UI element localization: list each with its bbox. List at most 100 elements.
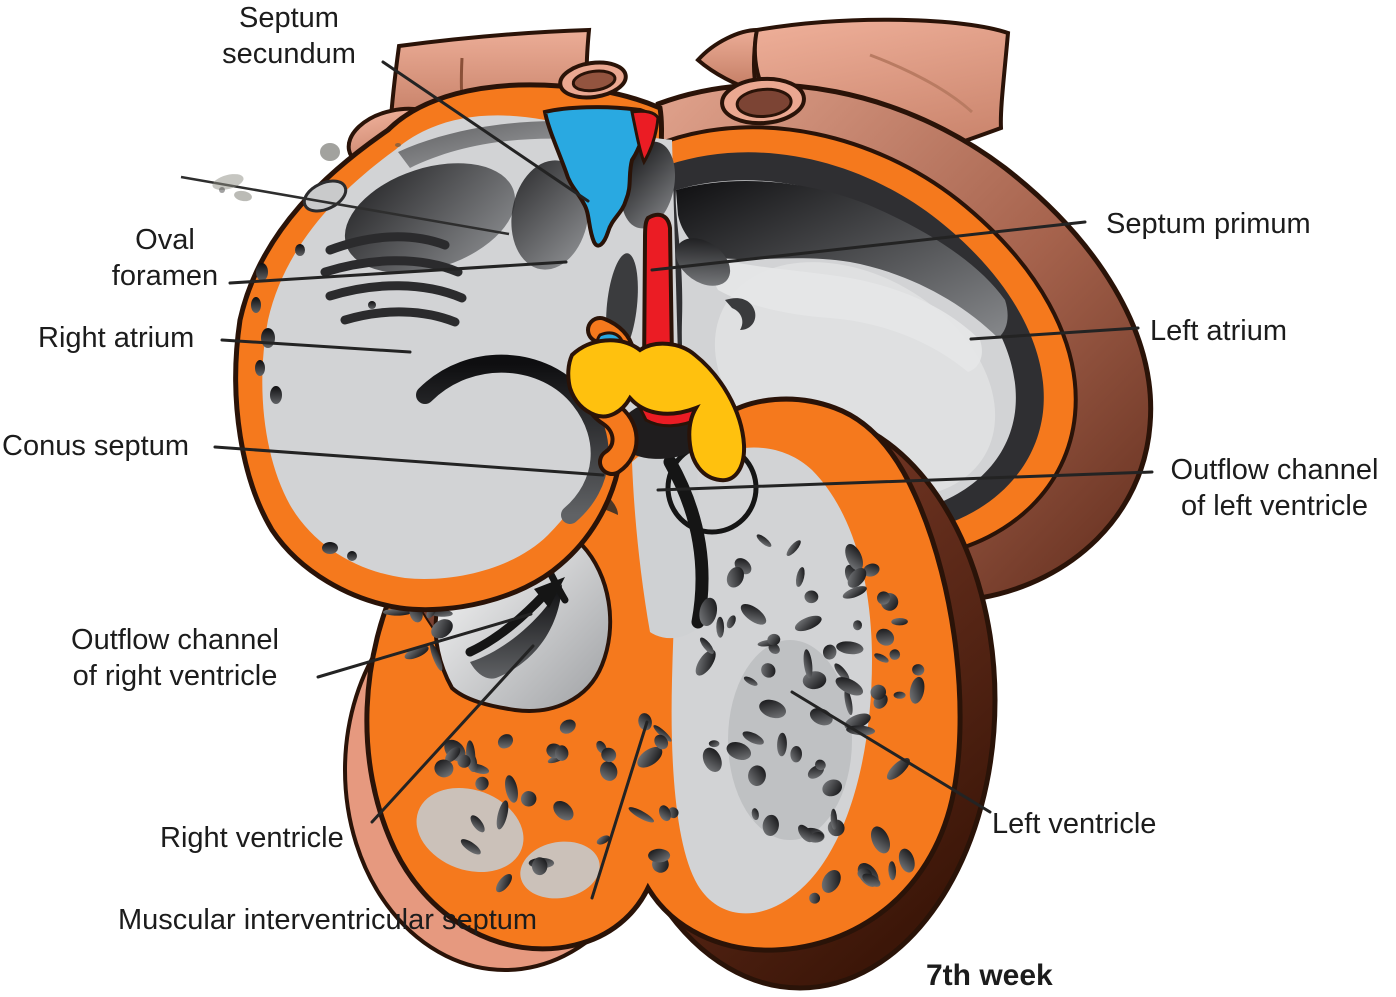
trabecula-blob	[742, 731, 764, 745]
trabecula-blob	[909, 676, 925, 704]
trabecula-blob	[835, 677, 864, 696]
trabecula-blob	[767, 633, 781, 646]
trabecula-blob	[786, 540, 801, 556]
trabecula-blob	[844, 688, 853, 716]
label-oval-foramen: Oval foramen	[111, 224, 219, 292]
trabecula-blob	[762, 814, 779, 836]
left-atrium-top-shadow	[676, 180, 1008, 338]
trabecula-blob	[497, 734, 514, 749]
trabecula-blob	[653, 725, 672, 742]
trabecula-blob	[445, 746, 461, 763]
label-muscular-interventricular-septum: Muscular interventricular septum	[118, 904, 538, 936]
trabecula-blob	[912, 664, 925, 676]
leader-right-atrium	[220, 338, 412, 354]
leader-lines	[213, 60, 1154, 900]
leader-outflow-right	[316, 612, 533, 679]
trabecula-blob	[699, 597, 718, 627]
vessel-ostium-right	[720, 76, 806, 126]
trabecula-blob	[431, 619, 453, 639]
trabecula-blob	[648, 848, 671, 863]
trabecula-blob	[404, 645, 429, 660]
trabecula-blob	[554, 745, 569, 761]
trabecula-blob	[429, 642, 443, 671]
label-left-atrium: Left atrium	[1150, 315, 1287, 347]
trabecula-blob	[847, 567, 867, 588]
trabecula-blob	[822, 779, 843, 797]
leader-oval-foramen	[228, 260, 568, 285]
trabecula-blob	[740, 603, 767, 625]
trabecula-blob	[876, 591, 891, 605]
trabecula-blob	[496, 800, 509, 830]
trabecula-blob	[637, 746, 663, 768]
trabecula-blob	[768, 643, 780, 655]
trabecula-blob	[803, 649, 813, 679]
trabecula-blob	[870, 684, 887, 700]
trabecula-blob	[759, 699, 786, 719]
trabecula-blob	[559, 719, 576, 734]
trabecula-blob	[815, 759, 826, 771]
pectinate-shadow	[344, 163, 516, 273]
label-right-ventricle: Right ventricle	[160, 822, 344, 854]
leader-muscular-septum	[590, 720, 649, 900]
trabecula-blob	[475, 776, 489, 791]
trabecula-blob	[702, 747, 722, 772]
trabecula-blob	[889, 649, 901, 660]
trabecula-blob	[834, 663, 850, 682]
trabecula-blob	[898, 848, 915, 873]
trabecula-blob	[809, 831, 825, 843]
trabecula-blob	[804, 590, 819, 604]
trabecula-blob	[743, 676, 758, 686]
left-atrium-light-wave	[700, 255, 982, 372]
trabecula-blob	[434, 759, 454, 778]
right-vessel-crease	[869, 53, 974, 114]
trabecula-blob	[460, 839, 481, 855]
trabecula-blob	[836, 641, 864, 655]
vessel-ostium-left	[558, 60, 628, 100]
trabecula-blob	[659, 805, 671, 822]
trabecula-blob	[601, 747, 617, 763]
trabecula-blob	[794, 615, 822, 632]
trabecula-blob	[751, 808, 759, 821]
leader-left-ventricle	[790, 690, 992, 814]
leader-right-ventricle	[370, 644, 535, 824]
print-smudge	[180, 143, 510, 236]
trabecula-blob	[638, 713, 652, 731]
trabecula-blob	[654, 734, 669, 750]
trabecula-blob	[457, 754, 471, 768]
trabecula-blob	[862, 873, 881, 887]
left-ventricle-trabecular-web	[728, 640, 852, 840]
trabecula-blob	[726, 742, 752, 760]
trabecula-blob	[870, 826, 891, 854]
trabecula-blob	[520, 791, 537, 807]
rv-leaf-inner-shadow	[470, 584, 562, 679]
trabecula-blob	[505, 775, 518, 803]
trabecula-blob	[716, 616, 725, 638]
trabecula-blob	[726, 566, 744, 588]
septal-shadow-upper	[620, 141, 676, 229]
septum-primum-upper-wedge	[630, 109, 660, 166]
trabecula-blob	[596, 835, 610, 845]
rv-gray-pocket	[520, 841, 600, 899]
trabecula-blob	[830, 808, 838, 830]
septal-complex	[542, 105, 747, 483]
rim-fenestrations	[251, 244, 376, 561]
trabecula-blob	[628, 807, 655, 823]
trabecula-blob	[708, 740, 720, 748]
trabecula-blob	[795, 567, 805, 587]
label-left-ventricle: Left ventricle	[992, 808, 1157, 840]
leader-septum-secundum	[381, 60, 590, 203]
trabecula-blob	[790, 746, 803, 763]
trabecula-blob	[470, 815, 485, 833]
trabecula-blob	[761, 663, 776, 678]
trabecula-blob	[888, 861, 897, 881]
label-right-atrium: Right atrium	[38, 322, 195, 354]
trabecula-blob	[844, 713, 871, 730]
pectinate-muscles	[320, 232, 467, 327]
trabecula-blob	[531, 857, 548, 876]
trabecula-blob	[809, 892, 821, 904]
trabecula-blob	[748, 765, 766, 786]
right-atrium	[233, 82, 664, 613]
trabecula-blob	[863, 563, 880, 577]
